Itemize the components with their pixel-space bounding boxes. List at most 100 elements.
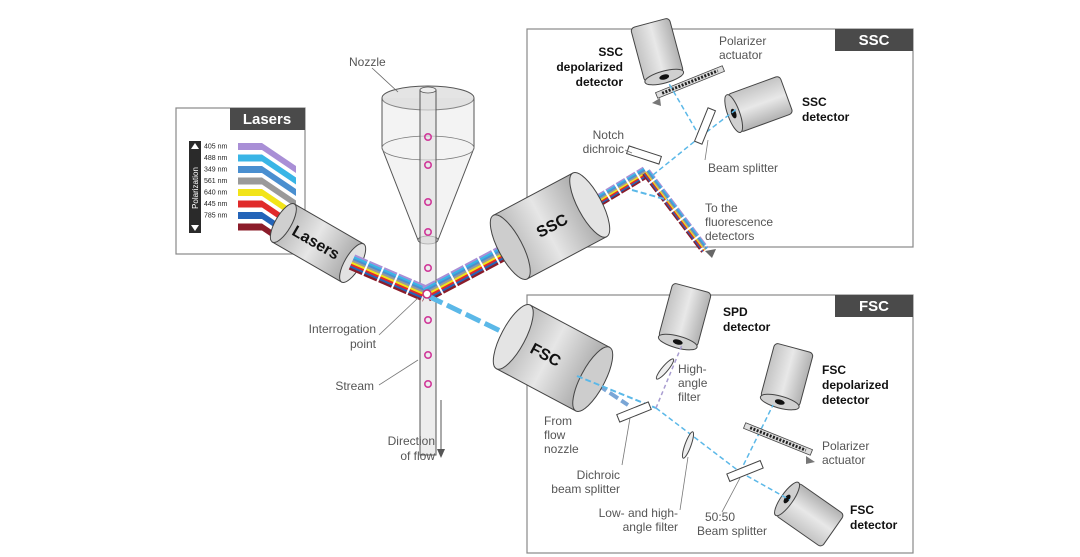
- fsc-panel-tab: [835, 295, 913, 317]
- beam-band: [648, 169, 709, 249]
- beam-band: [587, 170, 647, 208]
- fsc-lens: FSC: [492, 304, 614, 412]
- ssc-depol-label-line3: detector: [576, 75, 624, 89]
- high-angle-filter: [655, 358, 675, 380]
- beam-band: [348, 267, 424, 302]
- droplet: [423, 315, 432, 324]
- low-high-angle-filter: [681, 431, 695, 459]
- forward-scatter-beam: [426, 293, 517, 341]
- dichroic-label-line2: beam splitter: [551, 482, 620, 496]
- fsc-depol-label-line1: FSC: [822, 363, 846, 377]
- wavelength-label: 561 nm: [204, 178, 228, 185]
- droplet: [423, 350, 432, 359]
- fsc-panel: FSC: [526, 294, 914, 554]
- ssc-lens: SSC: [489, 172, 611, 280]
- beam-band: [350, 263, 426, 298]
- beam-band: [352, 258, 428, 293]
- nozzle-label: Nozzle: [349, 55, 386, 69]
- from-flow-label-line1: From: [544, 414, 572, 428]
- fluorescence-arrow-icon: [705, 249, 716, 258]
- fsc-panel-tab-label: FSC: [859, 298, 889, 315]
- fluorescence-label-line3: detectors: [705, 229, 754, 243]
- beam-band: [647, 169, 708, 249]
- ssc-beam-to-splitter: [652, 136, 701, 176]
- ssc-depol-label-line1: SSC: [598, 45, 623, 59]
- beam-band: [584, 166, 644, 204]
- droplet: [423, 228, 432, 237]
- laser-beams: [348, 166, 709, 407]
- beam-band: [643, 173, 704, 253]
- from-flow-label-line2: flow: [544, 428, 566, 442]
- wavelength-stripe: [238, 166, 296, 196]
- laser-source: Lasers: [269, 203, 367, 283]
- low-high-label-line2: angle filter: [623, 520, 678, 534]
- beam-band: [644, 172, 705, 252]
- stream-label: Stream: [335, 379, 374, 393]
- wavelength-stripe: [238, 223, 296, 254]
- from-flow-label-line3: nozzle: [544, 442, 579, 456]
- fsc-detector: [774, 481, 844, 547]
- from-flow-beam: [596, 383, 630, 407]
- ssc-depol-label-line2: depolarized: [556, 60, 623, 74]
- wavelength-stripe: [238, 177, 296, 208]
- interrogation-label-line1: Interrogation: [309, 322, 376, 336]
- ssc-detector-label-line2: detector: [802, 110, 850, 124]
- ssc-detector-label-line1: SSC: [802, 95, 827, 109]
- nozzle: [381, 85, 475, 456]
- beam-band: [588, 173, 648, 210]
- ssc-polarizer-actuator: [654, 65, 726, 99]
- beam-band: [642, 173, 703, 253]
- beam-band: [354, 254, 430, 289]
- droplet: [423, 133, 432, 142]
- droplet: [423, 263, 432, 272]
- wavelength-label: 405 nm: [204, 144, 228, 151]
- flow-label-line1: Direction: [388, 434, 435, 448]
- fsc-polarizer-actuator: [742, 422, 814, 456]
- wavelength-stripe: [238, 212, 296, 242]
- dichroic-label-line1: Dichroic: [577, 468, 620, 482]
- polarization-up-arrow-icon: [191, 143, 199, 149]
- fsc-polarizer-arrow-icon: [806, 456, 815, 464]
- notch-dichroic-label-line2: dichroic: [583, 142, 624, 156]
- ssc-panel: SSC: [526, 28, 914, 248]
- droplet: [423, 198, 432, 207]
- fifty-label-line1: 50:50: [705, 510, 735, 524]
- ssc-detector: [724, 76, 793, 133]
- fluorescence-label-line2: fluorescence: [705, 215, 773, 229]
- beam-band: [587, 171, 647, 209]
- lasers-legend-title: Lasers: [243, 111, 291, 128]
- wavelength-label: 445 nm: [204, 201, 228, 208]
- spd-detector-label-line1: SPD: [723, 305, 748, 319]
- beam-band: [645, 171, 707, 251]
- fsc-depol-label-line2: depolarized: [822, 378, 889, 392]
- beam-band: [644, 171, 706, 251]
- ssc-polarizer-label-line1: Polarizer: [719, 34, 766, 48]
- high-angle-label-line1: High-: [678, 362, 707, 376]
- wavelength-stripe: [238, 143, 296, 173]
- spd-detector-label-line2: detector: [723, 320, 771, 334]
- fsc-depolarized-detector: [759, 343, 814, 411]
- high-angle-label-line2: angle: [678, 376, 708, 390]
- ssc-beam-splitter: [693, 107, 717, 145]
- beam-band: [590, 175, 650, 213]
- wavelength-stripe: [238, 200, 296, 231]
- high-angle-label-line3: filter: [678, 390, 701, 404]
- wavelength-label: 640 nm: [204, 190, 228, 197]
- fluorescence-label-line1: To the: [705, 201, 738, 215]
- flow-label-line2: of flow: [400, 449, 435, 463]
- fsc-detector-label-line2: detector: [850, 518, 898, 532]
- beam-band: [351, 261, 427, 296]
- flow-arrow-head-icon: [437, 449, 445, 458]
- spd-detector: [657, 283, 712, 351]
- beam-band: [351, 260, 427, 295]
- beam-band: [589, 174, 649, 211]
- ssc-depolarized-detector: [630, 18, 685, 86]
- fsc-polarizer-label-line2: actuator: [822, 453, 865, 467]
- fsc-polarizer-label-line1: Polarizer: [822, 439, 869, 453]
- notch-dichroic-label-line1: Notch: [593, 128, 624, 142]
- beam-band: [646, 170, 707, 250]
- beam-band: [353, 256, 429, 291]
- ssc-polarizer-label-line2: actuator: [719, 48, 762, 62]
- beam-band: [349, 265, 425, 300]
